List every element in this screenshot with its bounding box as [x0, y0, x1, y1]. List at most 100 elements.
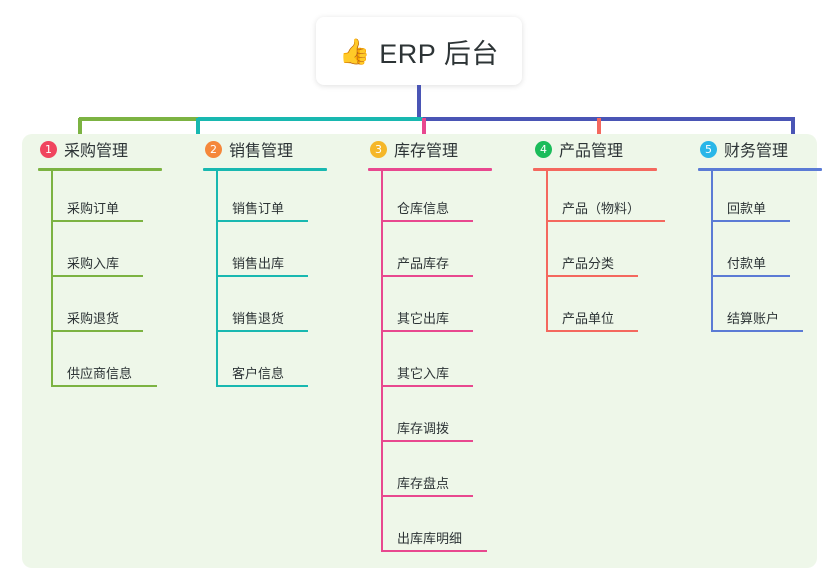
submodule-item[interactable]: 产品分类: [533, 226, 657, 281]
submodule-label: 供应商信息: [67, 366, 133, 381]
submodule-item[interactable]: 采购退货: [38, 281, 162, 336]
submodule-item[interactable]: 付款单: [698, 226, 822, 281]
submodule-list: 仓库信息产品库存其它出库其它入库库存调拨库存盘点出库库明细: [368, 171, 492, 556]
submodule-item[interactable]: 库存调拨: [368, 391, 492, 446]
submodule-list: 产品（物料） 产品分类产品单位: [533, 171, 665, 336]
submodule-rule: [216, 330, 308, 332]
submodule-label: 出库库明细: [397, 531, 463, 546]
submodule-item[interactable]: 库存盘点: [368, 446, 492, 501]
connector-stem: [711, 171, 713, 332]
submodule-label: 其它出库: [397, 311, 450, 326]
module-header-4[interactable]: 4 产品管理: [533, 134, 657, 164]
submodule-label: 客户信息: [232, 366, 285, 381]
submodule-label: 采购退货: [67, 311, 120, 326]
submodule-rule: [216, 220, 308, 222]
submodule-rule: [51, 330, 143, 332]
submodule-rule: [711, 330, 803, 332]
submodule-rule: [711, 275, 790, 277]
submodule-rule: [546, 330, 638, 332]
submodule-list: 采购订单采购入库采购退货供应商信息: [38, 171, 162, 391]
submodule-label: 结算账户: [727, 311, 780, 326]
module-number-badge: 1: [40, 140, 57, 158]
submodule-rule: [216, 385, 308, 387]
submodule-item[interactable]: 销售订单: [203, 171, 327, 226]
module-header-rule: [533, 168, 657, 171]
submodule-rule: [381, 440, 473, 442]
module-title: 销售管理: [229, 143, 294, 160]
module-column-3: 3 库存管理仓库信息产品库存其它出库其它入库库存调拨库存盘点出库库明细: [368, 134, 492, 556]
submodule-label: 产品（物料）: [562, 201, 641, 216]
submodule-label: 回款单: [727, 201, 767, 216]
submodule-label: 产品库存: [397, 256, 450, 271]
module-column-4: 4 产品管理产品（物料） 产品分类产品单位: [533, 134, 665, 336]
submodule-rule: [711, 220, 790, 222]
module-title: 财务管理: [724, 143, 789, 160]
module-title: 产品管理: [559, 143, 624, 160]
module-title: 采购管理: [64, 143, 129, 160]
submodule-item[interactable]: 供应商信息: [38, 336, 162, 391]
root-title: ERP 后台: [379, 38, 499, 69]
submodule-label: 销售退货: [232, 311, 285, 326]
submodule-item[interactable]: 产品（物料）: [533, 171, 665, 226]
submodule-item[interactable]: 其它入库: [368, 336, 492, 391]
submodule-rule: [381, 220, 473, 222]
submodule-label: 采购入库: [67, 256, 120, 271]
module-number-badge: 5: [700, 140, 717, 158]
module-header-rule: [38, 168, 162, 171]
module-header-3[interactable]: 3 库存管理: [368, 134, 492, 164]
module-header-rule: [368, 168, 492, 171]
submodule-item[interactable]: 客户信息: [203, 336, 327, 391]
submodule-rule: [381, 330, 473, 332]
root-node[interactable]: 👍 ERP 后台: [316, 17, 522, 85]
submodule-label: 仓库信息: [397, 201, 450, 216]
module-column-5: 5 财务管理回款单付款单结算账户: [698, 134, 822, 336]
submodule-list: 回款单付款单结算账户: [698, 171, 822, 336]
submodule-rule: [546, 220, 665, 222]
submodule-item[interactable]: 销售退货: [203, 281, 327, 336]
submodule-rule: [216, 275, 308, 277]
module-header-rule: [203, 168, 327, 171]
module-header-rule: [698, 168, 822, 171]
module-column-1: 1 采购管理采购订单采购入库采购退货供应商信息: [38, 134, 162, 391]
module-title: 库存管理: [394, 143, 459, 160]
submodule-label: 产品单位: [562, 311, 615, 326]
submodule-label: 采购订单: [67, 201, 120, 216]
connector-stem: [216, 171, 218, 387]
submodule-rule: [381, 275, 473, 277]
submodule-item[interactable]: 结算账户: [698, 281, 822, 336]
submodule-list: 销售订单销售出库销售退货客户信息: [203, 171, 327, 391]
module-number-badge: 4: [535, 140, 552, 158]
submodule-item[interactable]: 其它出库: [368, 281, 492, 336]
submodule-item[interactable]: 仓库信息: [368, 171, 492, 226]
submodule-rule: [51, 385, 157, 387]
submodule-rule: [381, 495, 473, 497]
connector-stem: [546, 171, 548, 332]
submodule-label: 销售出库: [232, 256, 285, 271]
submodule-label: 产品分类: [562, 256, 615, 271]
submodule-item[interactable]: 采购入库: [38, 226, 162, 281]
submodule-label: 库存盘点: [397, 476, 450, 491]
module-header-5[interactable]: 5 财务管理: [698, 134, 822, 164]
submodule-item[interactable]: 销售出库: [203, 226, 327, 281]
submodule-label: 其它入库: [397, 366, 450, 381]
submodule-item[interactable]: 采购订单: [38, 171, 162, 226]
submodule-item[interactable]: 产品库存: [368, 226, 492, 281]
submodule-item[interactable]: 产品单位: [533, 281, 657, 336]
submodule-item[interactable]: 出库库明细: [368, 501, 492, 556]
module-number-badge: 3: [370, 140, 387, 158]
submodule-label: 付款单: [727, 256, 767, 271]
module-header-1[interactable]: 1 采购管理: [38, 134, 162, 164]
submodule-item[interactable]: 回款单: [698, 171, 822, 226]
submodule-rule: [381, 385, 473, 387]
submodule-label: 销售订单: [232, 201, 285, 216]
submodule-rule: [51, 220, 143, 222]
connector-stem: [51, 171, 53, 387]
submodule-rule: [381, 550, 487, 552]
submodule-rule: [546, 275, 638, 277]
thumbs-up-icon: 👍: [339, 36, 371, 66]
submodule-label: 库存调拨: [397, 421, 450, 436]
submodule-rule: [51, 275, 143, 277]
